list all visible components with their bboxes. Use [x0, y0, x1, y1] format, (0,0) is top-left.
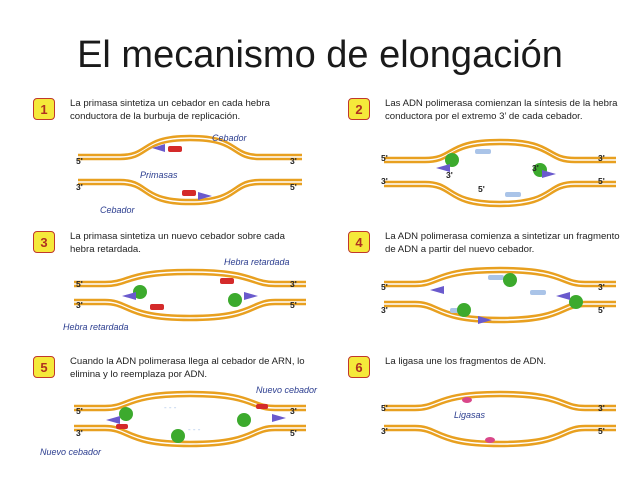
primase-label: Primasas — [140, 170, 178, 180]
polymerase — [133, 285, 147, 299]
polymerase — [503, 273, 517, 287]
end-label: 5' — [598, 305, 605, 315]
end-label: 3' — [76, 428, 83, 438]
primer-label: Cebador — [212, 133, 247, 143]
arrow-icon — [272, 414, 286, 422]
lagging-strand-label: Hebra retardada — [224, 257, 290, 267]
end-label: 5' — [598, 176, 605, 186]
new-primer-label: Nuevo cebador — [40, 447, 102, 457]
primer — [182, 190, 196, 196]
step-description: Cuando la ADN polimerasa llega al cebado… — [70, 356, 305, 380]
end-label: 5' — [381, 282, 388, 292]
end-label: 3' — [381, 305, 388, 315]
primer — [168, 146, 182, 152]
end-label: 3' — [446, 170, 453, 180]
end-label: 5' — [76, 279, 83, 289]
arrow-icon — [436, 164, 450, 172]
end-label: 3' — [381, 176, 388, 186]
primer — [220, 278, 234, 284]
replication-bubble-diagram — [78, 134, 302, 206]
ligase — [485, 437, 495, 443]
end-label: 3' — [290, 279, 297, 289]
arrow-icon — [106, 416, 120, 424]
step-number-badge: 6 — [348, 356, 370, 378]
step-number-badge: 3 — [33, 231, 55, 253]
arrow-icon — [122, 292, 136, 300]
primer-label: Cebador — [100, 205, 135, 215]
end-label: 3' — [381, 426, 388, 436]
arrow-icon — [244, 292, 258, 300]
polymerase — [228, 293, 242, 307]
step-description: La ligasa une los fragmentos de ADN. — [385, 356, 547, 367]
primer — [256, 404, 268, 409]
end-label: 5' — [381, 403, 388, 413]
end-label: 3' — [598, 403, 605, 413]
step-number-badge: 1 — [33, 98, 55, 120]
step-description: La primasa sintetiza un nuevo cebador so… — [70, 231, 285, 255]
primer — [150, 304, 164, 310]
polymerase — [445, 153, 459, 167]
arrow-icon — [430, 286, 444, 294]
step-number-badge: 5 — [33, 356, 55, 378]
page-title: El mecanismo de elongación — [77, 34, 563, 76]
end-label: 3' — [532, 163, 539, 173]
step-description: La primasa sintetiza un cebador en cada … — [70, 98, 270, 122]
svg-text:- - -: - - - — [164, 403, 177, 412]
end-label: 5' — [290, 300, 297, 310]
end-label: 5' — [478, 184, 485, 194]
end-label: 3' — [76, 300, 83, 310]
svg-text:- - -: - - - — [188, 425, 201, 434]
step-number-badge: 2 — [348, 98, 370, 120]
primer — [116, 424, 128, 429]
arrow-icon — [556, 292, 570, 300]
end-label: 3' — [598, 282, 605, 292]
arrow-icon — [198, 192, 212, 200]
arrow-icon — [542, 170, 556, 178]
polymerase — [171, 429, 185, 443]
new-primer-label: Nuevo cebador — [256, 385, 318, 395]
step-description: Las ADN polimerasa comienzan la síntesis… — [385, 98, 618, 122]
end-label: 5' — [381, 153, 388, 163]
ligase-label: Ligasas — [454, 410, 486, 420]
end-label: 5' — [76, 406, 83, 416]
polymerase — [457, 303, 471, 317]
polymerase — [237, 413, 251, 427]
end-label: 3' — [290, 406, 297, 416]
replication-bubble-diagram — [74, 268, 306, 322]
lagging-strand-label: Hebra retardada — [63, 322, 129, 332]
end-label: 5' — [290, 428, 297, 438]
replication-bubble-diagram — [384, 266, 616, 324]
step-number-badge: 4 — [348, 231, 370, 253]
replication-bubble-diagram — [384, 390, 616, 448]
polymerase — [119, 407, 133, 421]
arrow-icon — [152, 144, 165, 152]
replication-bubble-diagram — [384, 138, 616, 208]
end-label: 3' — [76, 182, 83, 192]
polymerase — [569, 295, 583, 309]
ligase — [462, 397, 472, 403]
replication-bubble-diagram: - - - - - - — [74, 390, 306, 448]
arrow-icon — [478, 316, 492, 324]
end-label: 5' — [76, 156, 83, 166]
end-label: 3' — [290, 156, 297, 166]
step-description: La ADN polimerasa comienza a sintetizar … — [385, 231, 620, 255]
end-label: 5' — [290, 182, 297, 192]
end-label: 3' — [598, 153, 605, 163]
end-label: 5' — [598, 426, 605, 436]
